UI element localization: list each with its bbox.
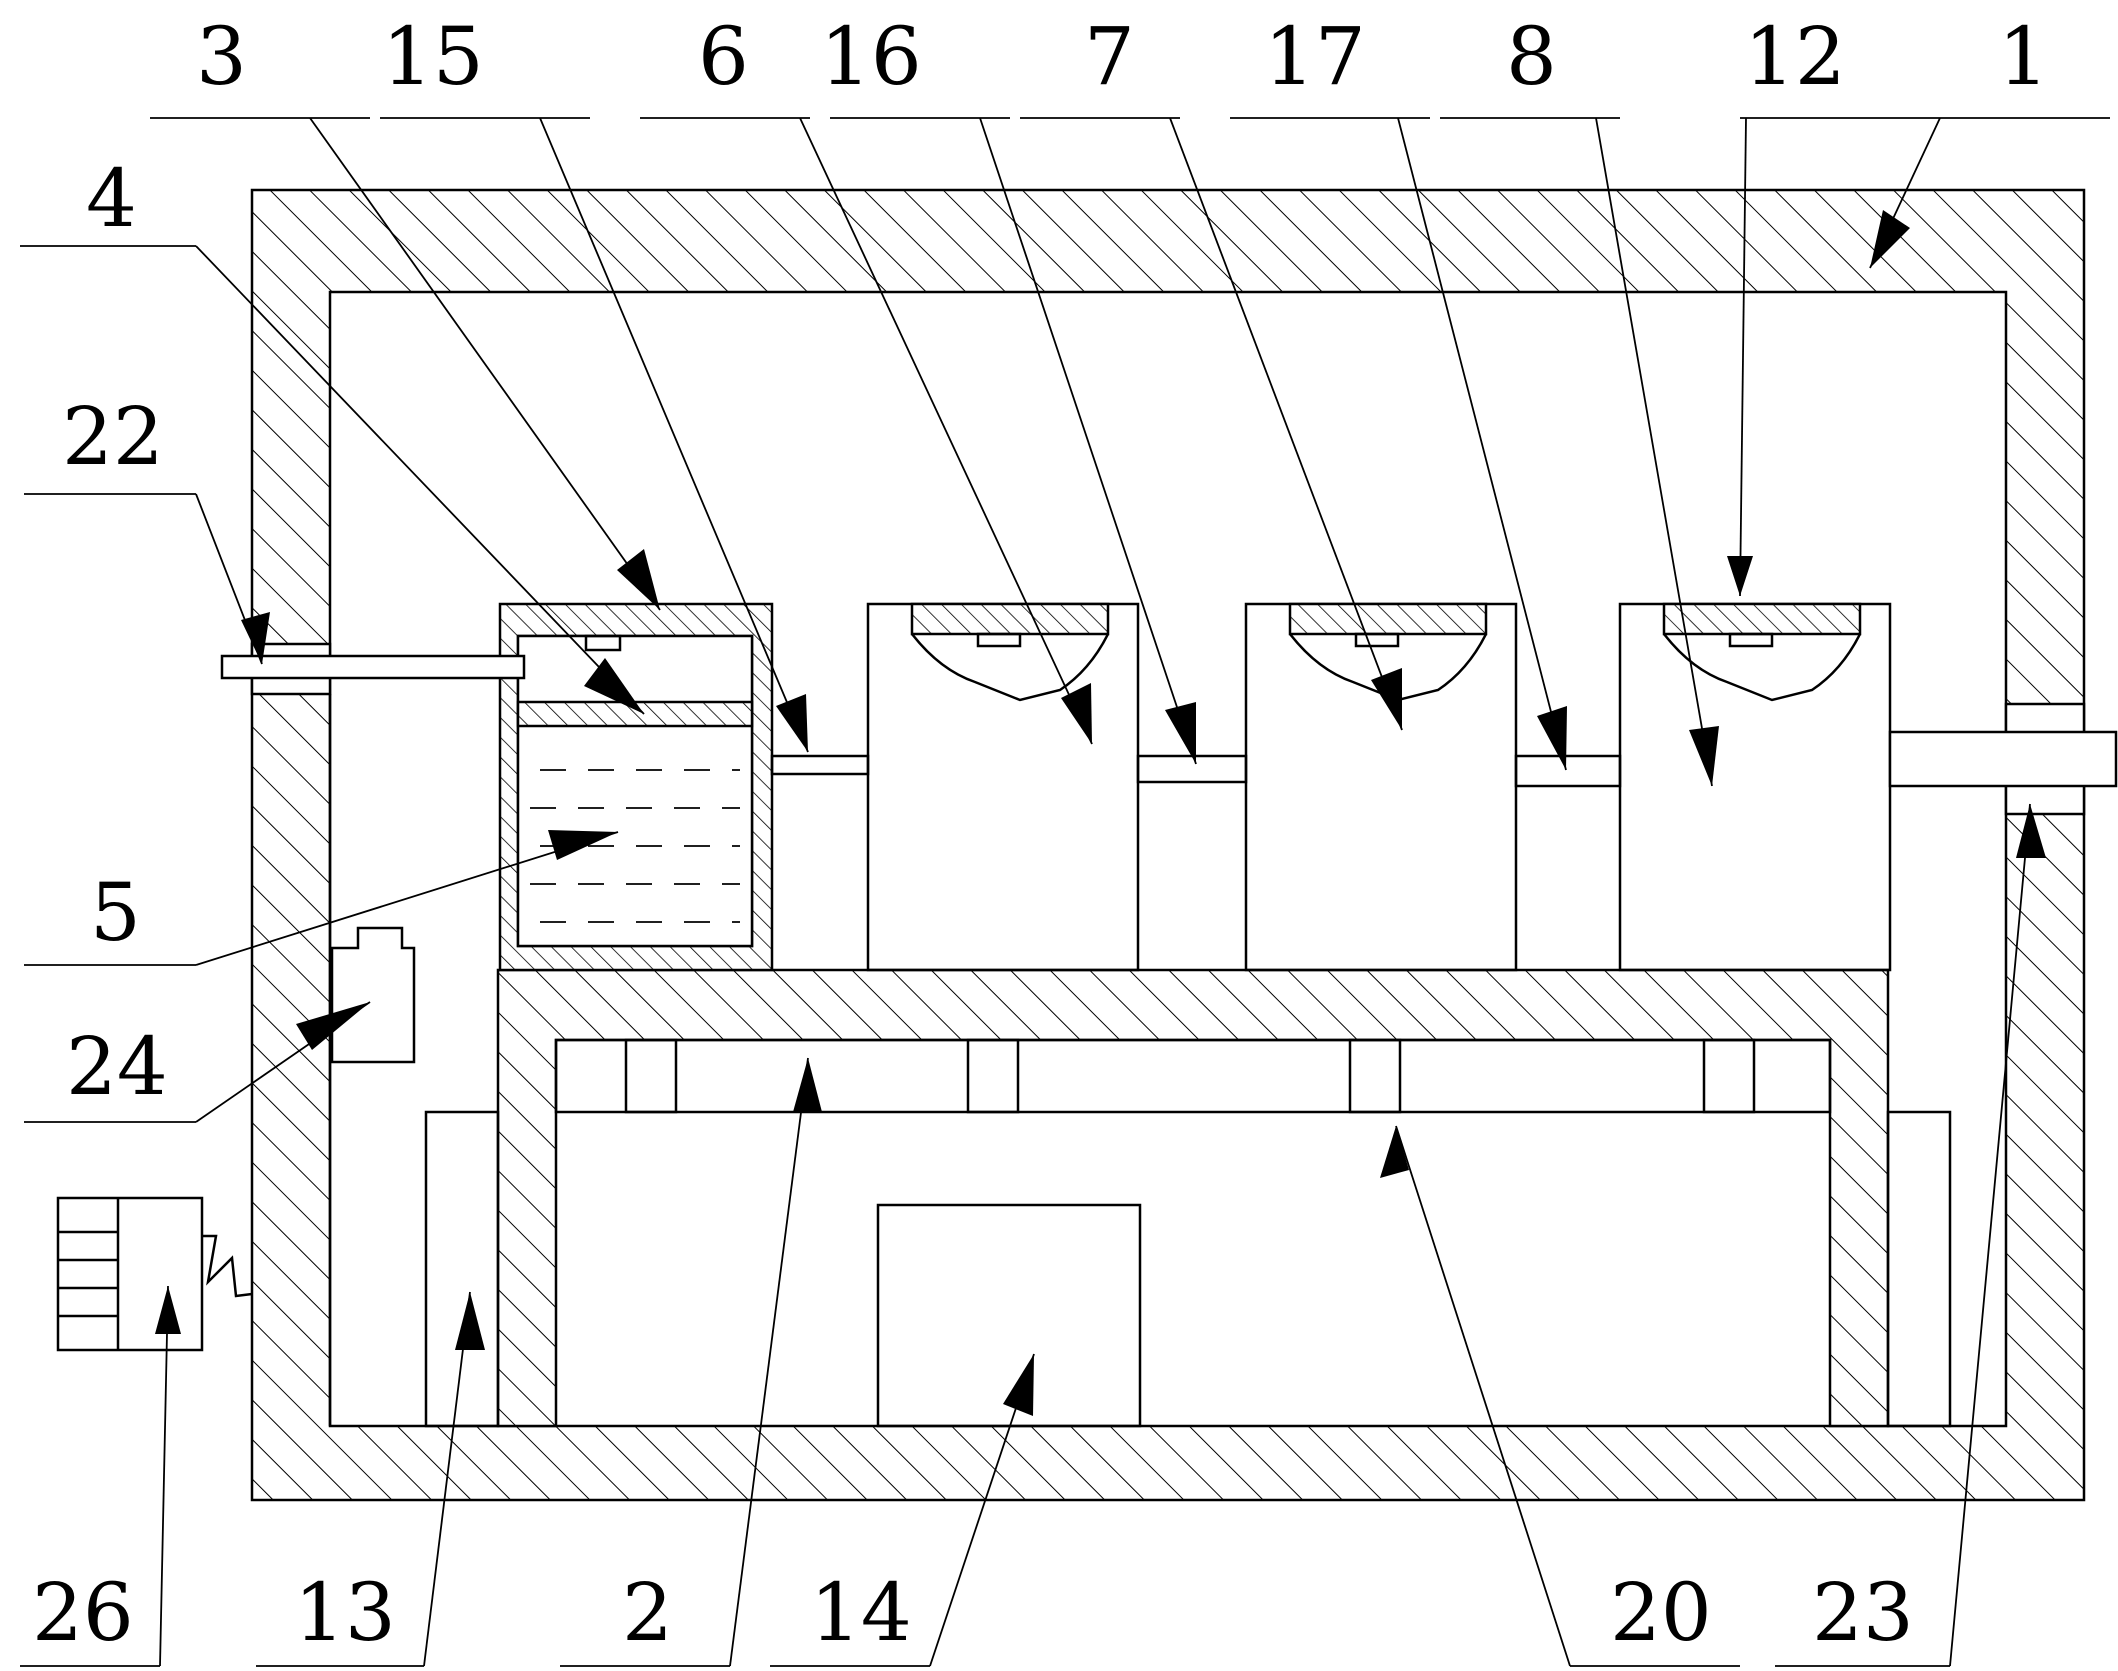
label-1: 1	[1998, 10, 2049, 103]
controller-box	[330, 926, 416, 1064]
inner-frame-wall	[496, 968, 1890, 1428]
label-24: 24	[66, 1020, 168, 1113]
label-6: 6	[698, 10, 749, 103]
label-8: 8	[1506, 10, 1557, 103]
label-23: 23	[1812, 1566, 1914, 1659]
mold-box-3	[1618, 602, 1892, 972]
mold-box-2	[1244, 602, 1518, 972]
right-support-column	[1886, 1110, 1952, 1428]
label-22: 22	[62, 390, 164, 483]
label-5: 5	[90, 866, 141, 959]
label-7: 7	[1084, 10, 1135, 103]
piston-nub	[584, 634, 622, 652]
label-13: 13	[294, 1566, 396, 1659]
slider-block-3	[1348, 1038, 1402, 1114]
label-15: 15	[382, 10, 484, 103]
liquid-dashes	[530, 769, 740, 923]
label-16: 16	[820, 10, 922, 103]
remote-device	[56, 1196, 253, 1352]
label-20: 20	[1610, 1566, 1712, 1659]
motor-block	[876, 1203, 1142, 1428]
label-26: 26	[32, 1566, 134, 1659]
rail-channel	[554, 1038, 1832, 1114]
pour-cup-3	[1662, 602, 1862, 702]
slider-block-1	[624, 1038, 678, 1114]
slider-block-4	[1702, 1038, 1756, 1114]
slider-block-2	[966, 1038, 1020, 1114]
mold-box-1	[866, 602, 1140, 972]
outlet-pipe	[1888, 730, 2118, 788]
label-3: 3	[196, 10, 247, 103]
connector-16	[1136, 754, 1248, 784]
push-rod	[220, 654, 526, 680]
arrowheads	[155, 210, 2046, 1416]
left-support-column	[424, 1110, 500, 1428]
pour-cup-1	[910, 602, 1110, 702]
label-12: 12	[1744, 10, 1846, 103]
label-14: 14	[810, 1566, 912, 1659]
leader-lines	[20, 117, 2110, 1667]
connector-17	[1514, 754, 1622, 788]
callout-labels: 3 15 6 16 7 17 8 12 1 4 22 5 24 26 13 2 …	[32, 10, 2049, 1659]
pour-cup-2	[1288, 602, 1488, 702]
label-17: 17	[1264, 10, 1366, 103]
tank-inner	[516, 634, 754, 948]
connector-15	[770, 754, 870, 776]
label-2: 2	[622, 1566, 673, 1659]
label-4: 4	[86, 152, 137, 245]
